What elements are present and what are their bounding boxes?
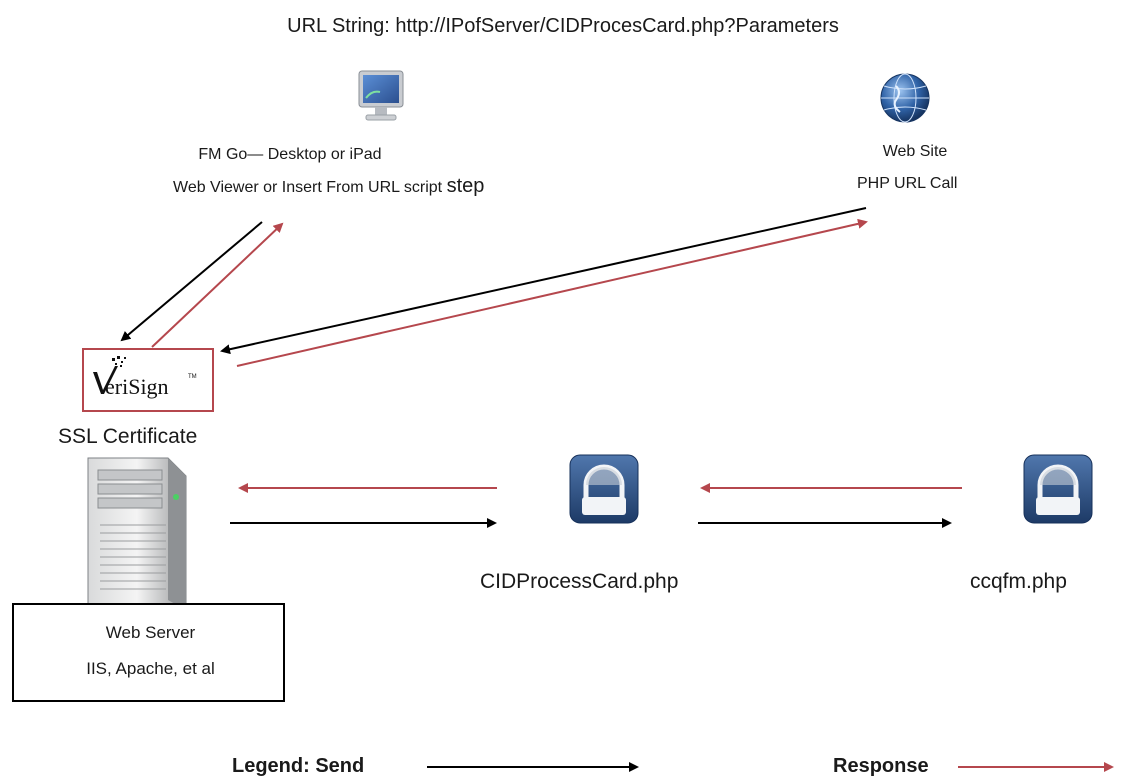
fm-go-sublabel: Web Viewer or Insert From URL script ste…	[150, 175, 653, 198]
web-server-box: Web Server IIS, Apache, et al	[12, 603, 285, 702]
ccqfm-label: ccqfm.php	[970, 570, 1067, 593]
response-arrow-ssl-to-web	[236, 218, 868, 367]
web-site-label: Web Site	[882, 143, 948, 160]
fm-go-label: FM Go— Desktop or iPad	[198, 146, 382, 163]
fm-go-sublabel-text: Web Viewer or Insert From URL script	[173, 179, 443, 196]
web-server-subtitle: IIS, Apache, et al	[86, 659, 215, 678]
verisign-logo-box: eriSign TM	[82, 348, 214, 412]
url-string-title: URL String: http://IPofServer/CIDProcesC…	[287, 15, 839, 37]
cid-process-card-label: CIDProcessCard.php	[480, 570, 679, 593]
fm-go-step-text: step	[446, 175, 485, 197]
send-arrow-web-to-ssl	[220, 207, 867, 355]
server-tower-icon	[87, 457, 187, 611]
response-arrow-ssl-to-fm	[151, 222, 284, 348]
legend-send-label: Legend: Send	[232, 755, 365, 777]
padlock-icon	[569, 454, 639, 524]
send-arrow-fm-to-ssl	[120, 221, 263, 342]
computer-monitor-icon	[358, 70, 404, 121]
ssl-certificate-label: SSL Certificate	[58, 425, 198, 448]
verisign-logo: eriSign TM	[93, 356, 197, 399]
web-site-sublabel: PHP URL Call	[857, 175, 958, 192]
padlock-icon	[1023, 454, 1093, 524]
legend-response-label: Response	[833, 755, 929, 777]
web-server-title: Web Server	[105, 623, 196, 642]
svg-text:TM: TM	[188, 374, 197, 380]
svg-text:eriSign: eriSign	[105, 374, 169, 399]
globe-icon	[880, 73, 930, 123]
